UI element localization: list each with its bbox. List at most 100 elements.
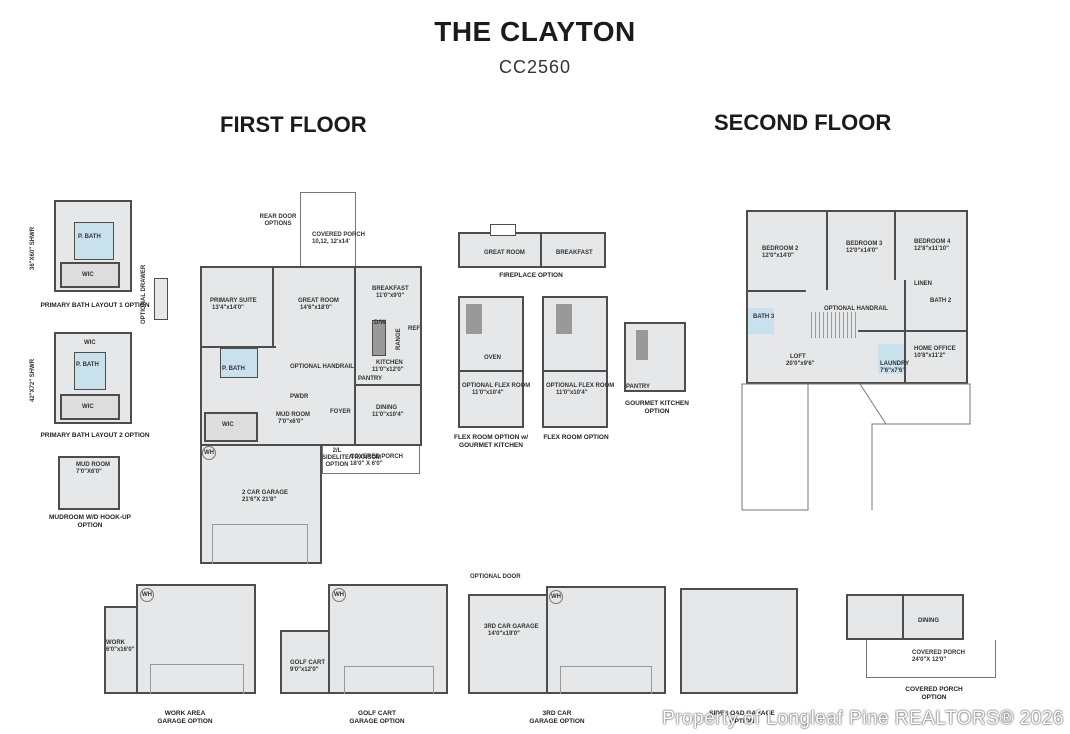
bath-layout-2-caption: PRIMARY BATH LAYOUT 2 OPTION <box>40 432 150 439</box>
foyer-label: FOYER <box>330 409 351 415</box>
wall-office <box>858 330 968 332</box>
bath2-label: BATH 2 <box>930 298 952 304</box>
laundry-area <box>878 344 904 374</box>
watermark: Property of Longleaf Pine REALTORS® 2026 <box>662 708 1064 729</box>
shower-2-label: 42"X72" SHWR <box>30 358 36 402</box>
primary-bath-layout-1: P. BATH WIC <box>54 200 132 292</box>
wic-label: WIC <box>82 272 94 278</box>
porch-option-dim: 24'0"X 12'0" <box>912 657 947 663</box>
bedroom4-dim: 12'8"x11'10" <box>914 246 949 252</box>
work-garage-door <box>150 664 244 694</box>
flex-option-caption: FLEX ROOM OPTION <box>543 434 609 441</box>
flex-gourmet-oven: OVEN <box>484 355 502 361</box>
flex-option-plan <box>542 296 608 428</box>
wall-bed2 <box>826 210 828 290</box>
wic-label-top: WIC <box>84 340 96 346</box>
garage-door <box>212 524 308 564</box>
covered-porch-caption: COVERED PORCH OPTION <box>905 686 963 701</box>
second-floor-heading: SECOND FLOOR <box>714 110 892 135</box>
bedroom3-label: BEDROOM 3 <box>846 241 883 247</box>
laundry-label: LAUNDRY <box>880 361 910 367</box>
golf-cart-dim: 9'0"x12'0" <box>290 667 319 673</box>
primary-suite-label: PRIMARY SUITE <box>210 298 257 304</box>
golf-cart-plan <box>280 630 330 694</box>
porch-option-label: COVERED PORCH <box>912 650 966 656</box>
linen-label: LINEN <box>914 281 932 287</box>
dw-label: D/W <box>374 320 386 326</box>
third-car-dim: 14'0"x19'0" <box>488 631 520 637</box>
flex-option-room: OPTIONAL FLEX ROOM <box>546 383 615 389</box>
bedroom2-label: BEDROOM 2 <box>762 246 799 252</box>
work-dim: 6'0"x16'0" <box>106 647 135 653</box>
side-load-garage <box>680 588 798 694</box>
wic-label-2: WIC <box>82 404 94 410</box>
second-floor-house <box>746 210 968 384</box>
third-car-main-garage <box>546 586 666 694</box>
optional-drawer-label: OPTIONAL DRAWER <box>141 264 147 324</box>
wic-label-ff: WIC <box>222 422 234 428</box>
third-garage-door <box>560 666 652 694</box>
wall-kitchen <box>354 266 356 446</box>
roof-outline <box>741 383 971 511</box>
wall-suite <box>272 266 274 346</box>
wh-icon-third: WH <box>549 590 563 604</box>
bath3-area <box>748 308 774 334</box>
mud-room-dim: 7'0"X6'0" <box>76 469 102 475</box>
first-floor-heading: FIRST FLOOR <box>220 112 367 137</box>
golf-cart-garage <box>328 584 448 694</box>
kitchen-dim: 11'0"x12'0" <box>372 367 404 373</box>
p-bath-area <box>220 348 258 378</box>
wall-dining <box>354 384 422 386</box>
p-bath-label-2: P. BATH <box>76 362 99 368</box>
fireplace-option-plan <box>458 232 606 268</box>
mud-room-label: MUD ROOM <box>76 462 110 468</box>
side-load-caption: SIDE LOAD GARAGE OPTION <box>709 710 775 725</box>
stairs <box>808 312 858 338</box>
third-car-label: 3RD CAR GARAGE <box>484 624 539 630</box>
flex-option-island <box>556 304 572 334</box>
bath-layout-1-caption: PRIMARY BATH LAYOUT 1 OPTION <box>40 302 150 309</box>
mud-room-dim-ff: 7'0"x6'0" <box>278 419 304 425</box>
optional-handrail-sf: OPTIONAL HANDRAIL <box>824 306 888 312</box>
fireplace-icon <box>490 224 516 236</box>
bath3-label: BATH 3 <box>753 314 775 320</box>
flex-option-room-dim: 11'0"x10'4" <box>556 390 588 396</box>
breakfast-label: BREAKFAST <box>372 286 409 292</box>
flex-gourmet-caption: FLEX ROOM OPTION w/ GOURMET KITCHEN <box>453 434 529 449</box>
loft-dim: 20'0"x9'6" <box>786 361 815 367</box>
porch-option-divider <box>902 594 904 640</box>
great-room-dim: 14'6"x18'0" <box>300 305 332 311</box>
two-car-garage <box>200 444 322 564</box>
mudroom-caption: MUDROOM W/D HOOK-UP OPTION <box>49 514 131 529</box>
gourmet-island <box>636 330 648 360</box>
fireplace-great-room: GREAT ROOM <box>484 250 525 256</box>
bedroom4-label: BEDROOM 4 <box>914 239 951 245</box>
flex-gourmet-wall <box>458 370 524 372</box>
dining-label: DINING <box>376 405 397 411</box>
flex-gourmet-island <box>466 304 482 334</box>
plan-code: CC2560 <box>498 57 572 77</box>
rear-porch-label: COVERED PORCH <box>312 232 366 238</box>
third-car-caption: 3RD CAR GARAGE OPTION <box>529 710 585 725</box>
wh-icon-golf: WH <box>332 588 346 602</box>
fireplace-breakfast: BREAKFAST <box>556 250 593 256</box>
flex-gourmet-room: OPTIONAL FLEX ROOM <box>462 383 531 389</box>
garage-dim: 21'6"X 21'8" <box>242 497 277 503</box>
garage-label: 2 CAR GARAGE <box>242 490 289 496</box>
wall-bath <box>200 346 276 348</box>
rear-porch-dim: 10,12, 12'x14' <box>312 239 350 245</box>
ref-label: REF <box>408 326 420 332</box>
third-car-plan <box>468 594 548 694</box>
gourmet-caption: GOURMET KITCHEN OPTION <box>625 400 689 415</box>
wall-bath3 <box>746 290 806 292</box>
home-office-dim: 10'8"x11'2" <box>914 353 946 359</box>
optional-drawer-shape <box>154 278 168 320</box>
optional-door-label: OPTIONAL DOOR <box>470 574 521 580</box>
water-heater-icon: WH <box>202 446 216 460</box>
mudroom-option: MUD ROOM 7'0"X6'0" <box>58 456 120 510</box>
great-room-label: GREAT ROOM <box>298 298 339 304</box>
work-label: WORK <box>106 640 125 646</box>
wall-laundry <box>904 280 906 384</box>
wall-bed3 <box>894 210 896 280</box>
golf-garage-door <box>344 666 434 694</box>
